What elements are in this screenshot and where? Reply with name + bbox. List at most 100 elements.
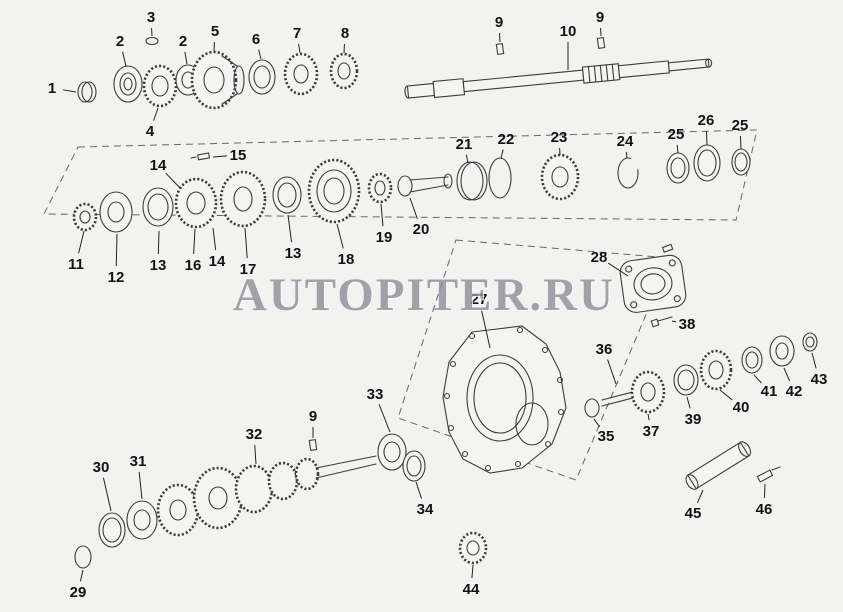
part-label-45: 45	[685, 505, 702, 522]
leader-line-31	[138, 471, 143, 500]
part-label-11: 11	[68, 256, 84, 273]
part-label-7: 7	[293, 25, 301, 42]
part-label-13: 13	[150, 257, 167, 274]
part-label-46: 46	[756, 501, 773, 518]
part-label-32: 32	[246, 426, 263, 443]
leader-line-2	[184, 51, 188, 65]
transmission-case	[442, 325, 567, 474]
countershaft-assembly	[74, 433, 488, 569]
leader-line-41	[753, 374, 762, 384]
part-label-31: 31	[130, 453, 147, 470]
part-label-38: 38	[679, 316, 696, 333]
leader-line-13	[287, 214, 293, 243]
part-label-9: 9	[596, 9, 604, 26]
leader-line-34	[415, 481, 422, 499]
leader-line-7	[298, 43, 301, 54]
part-label-18: 18	[338, 251, 355, 268]
part-label-43: 43	[811, 371, 828, 388]
leader-line-18	[336, 223, 344, 249]
leader-line-46	[763, 483, 766, 499]
part-label-14: 14	[209, 253, 226, 270]
leader-line-20	[409, 197, 418, 219]
part-label-13: 13	[285, 245, 302, 262]
leader-line-14	[212, 227, 217, 251]
part-label-20: 20	[413, 221, 430, 238]
leader-line-24	[625, 151, 628, 159]
leader-line-25	[739, 135, 742, 150]
leader-line-21	[465, 154, 469, 164]
leader-line-28	[607, 262, 629, 277]
leader-line-16	[193, 228, 196, 255]
part-label-21: 21	[456, 136, 473, 153]
part-label-15: 15	[230, 147, 247, 164]
shaft-bolt-icon	[495, 37, 606, 55]
part-label-44: 44	[463, 581, 480, 598]
leader-line-40	[719, 389, 733, 401]
bearing-retainer	[619, 254, 687, 313]
leader-line-39	[686, 396, 691, 409]
leader-line-26	[705, 130, 708, 146]
part-label-34: 34	[417, 501, 434, 518]
leader-line-14	[165, 172, 181, 189]
part-label-42: 42	[786, 383, 803, 400]
leader-line-6	[258, 49, 262, 60]
leader-line-11	[78, 230, 85, 254]
leader-line-1	[62, 89, 77, 93]
leader-line-30	[102, 477, 112, 512]
leader-line-27	[480, 309, 491, 349]
part-label-33: 33	[367, 386, 384, 403]
leader-line-13	[157, 230, 160, 255]
part-label-1: 1	[48, 80, 56, 97]
part-label-36: 36	[596, 341, 613, 358]
leader-line-43	[811, 352, 817, 369]
part-label-25: 25	[732, 117, 749, 134]
part-label-3: 3	[147, 9, 155, 26]
leader-line-38	[671, 320, 677, 323]
part-label-17: 17	[240, 261, 257, 278]
part-label-2: 2	[116, 33, 124, 50]
part-label-35: 35	[598, 428, 615, 445]
leader-line-12	[115, 233, 118, 267]
leader-line-32	[254, 444, 257, 465]
part-label-24: 24	[617, 133, 634, 150]
leader-line-17	[244, 227, 248, 259]
leader-line-36	[607, 359, 617, 385]
output-gear-train	[584, 316, 818, 418]
main-shaft	[404, 58, 713, 99]
leader-line-2	[122, 51, 127, 67]
leader-line-25	[676, 144, 679, 154]
part-label-28: 28	[591, 249, 608, 266]
part-label-9: 9	[309, 408, 317, 425]
part-label-39: 39	[685, 411, 702, 428]
retainer-bolt-icon	[661, 243, 674, 253]
leader-line-4	[153, 107, 159, 121]
leader-line-35	[593, 418, 601, 428]
part-label-12: 12	[108, 269, 125, 286]
leader-line-22	[500, 149, 504, 159]
leader-line-19	[380, 203, 384, 227]
part-label-10: 10	[560, 23, 577, 40]
leader-line-37	[647, 413, 650, 421]
part-label-29: 29	[70, 584, 87, 601]
part-label-25: 25	[668, 126, 685, 143]
part-label-23: 23	[551, 129, 568, 146]
leader-line-33	[378, 404, 391, 433]
part-label-16: 16	[185, 257, 202, 274]
part-label-2: 2	[179, 33, 187, 50]
part-label-4: 4	[146, 123, 155, 140]
part-label-41: 41	[761, 383, 778, 400]
part-label-26: 26	[698, 112, 715, 129]
part-label-14: 14	[150, 157, 167, 174]
input-shaft-assembly	[77, 36, 359, 110]
part-label-8: 8	[341, 25, 349, 42]
reverse-idler-shaft	[685, 441, 781, 490]
part-label-5: 5	[211, 23, 219, 40]
leader-line-45	[696, 489, 704, 504]
part-label-37: 37	[643, 423, 660, 440]
leader-line-15	[212, 155, 228, 158]
part-label-6: 6	[252, 31, 260, 48]
leader-line-44	[471, 564, 474, 579]
